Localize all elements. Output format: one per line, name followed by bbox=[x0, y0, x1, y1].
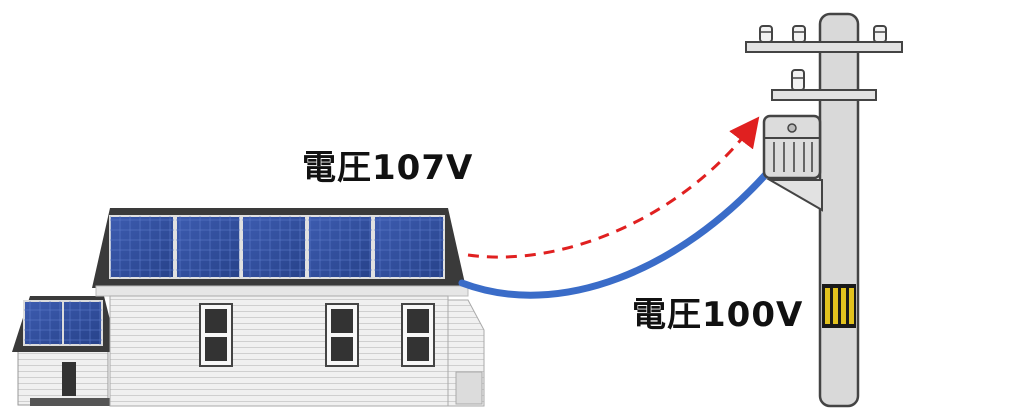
pole-warning-band bbox=[822, 284, 856, 328]
house-voltage-label: 電圧107V bbox=[302, 148, 474, 188]
solar-house-icon bbox=[12, 208, 485, 407]
solar-panel-array bbox=[109, 215, 445, 279]
transformer-icon bbox=[762, 114, 822, 180]
service-cable bbox=[458, 168, 772, 299]
reverse-flow-arrow bbox=[467, 116, 760, 259]
utility-pole-icon bbox=[745, 12, 903, 408]
house-windows bbox=[199, 303, 435, 367]
insulator-icon bbox=[759, 25, 887, 43]
grid-voltage-label: 電圧100V bbox=[632, 295, 804, 335]
